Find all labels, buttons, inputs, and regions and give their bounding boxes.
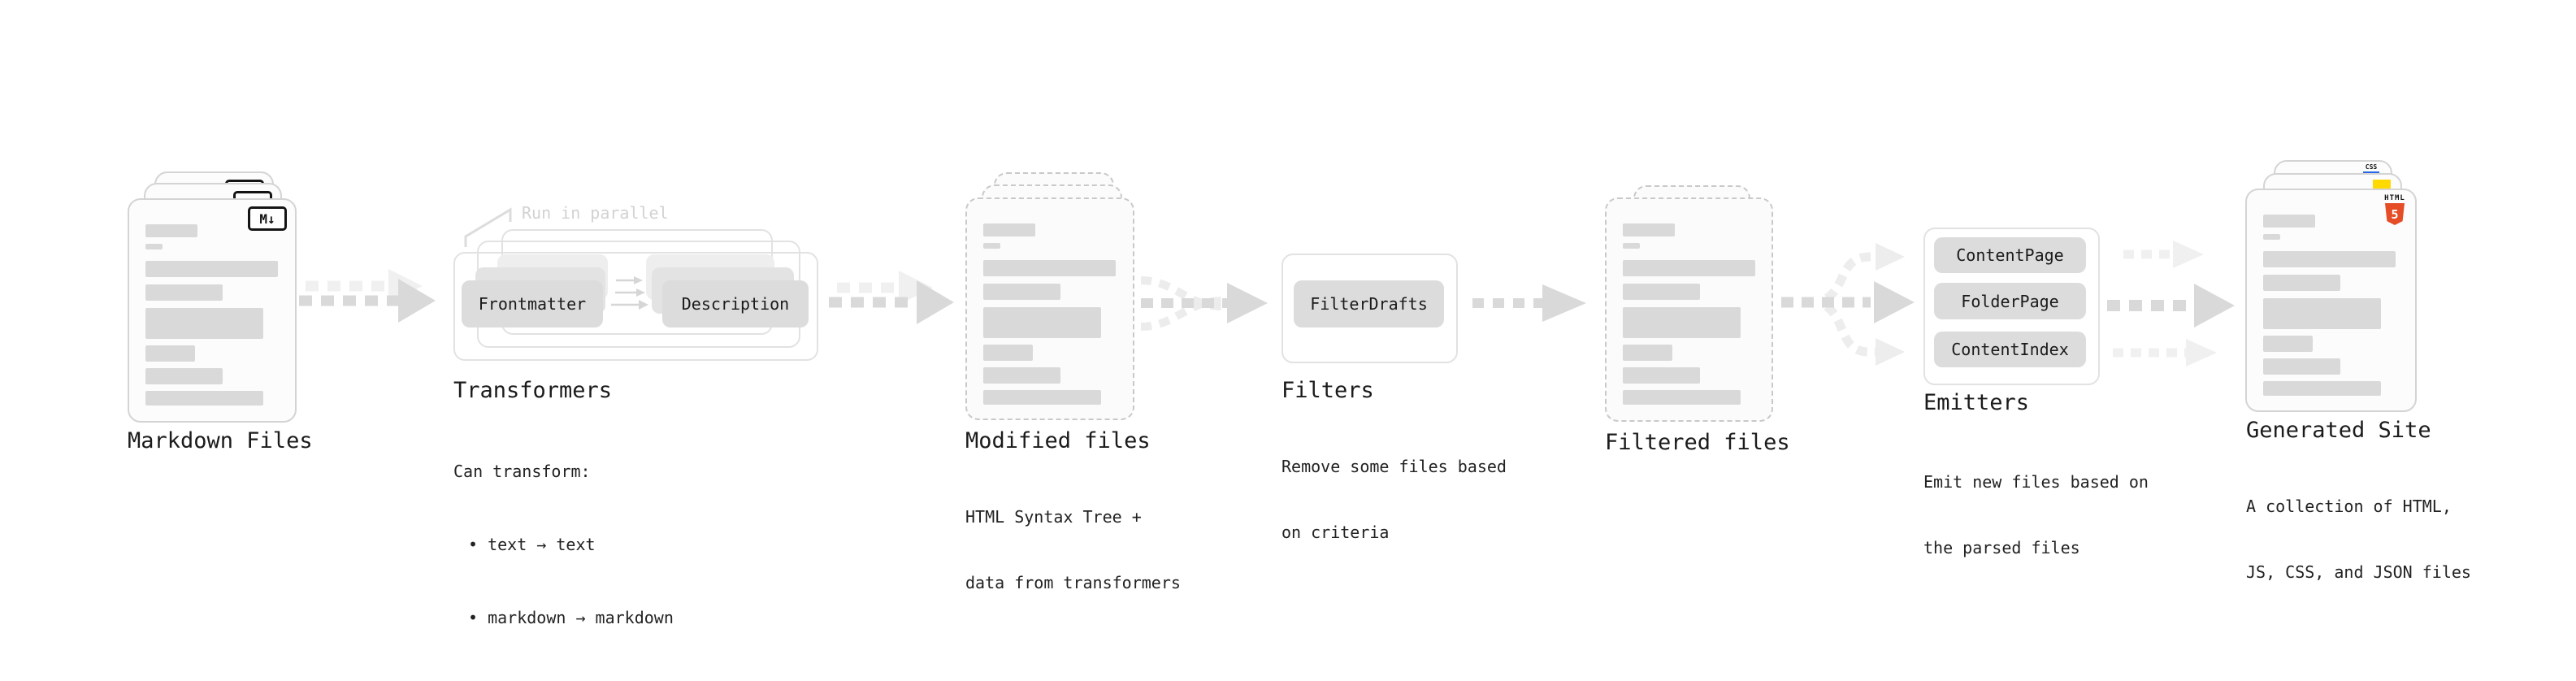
doc-text-line-placeholder xyxy=(1623,223,1675,236)
doc-content-placeholder xyxy=(983,223,1116,405)
doc-text-line-placeholder xyxy=(2263,215,2315,228)
run-in-parallel-callout: Run in parallel xyxy=(522,203,669,223)
doc-text-line-placeholder xyxy=(145,261,278,277)
emitter-node-contentpage: ContentPage xyxy=(1934,237,2086,273)
generated-site-note: A collection of HTML, JS, CSS, and JSON … xyxy=(2246,452,2471,627)
css-icon-underline xyxy=(2363,171,2379,174)
filters-note: Remove some files based on criteria xyxy=(1281,412,1507,588)
arrow-transformers-to-modified xyxy=(829,271,954,324)
transformers-note: Can transform: • text → text • markdown … xyxy=(453,410,674,681)
doc-text-line-placeholder xyxy=(983,345,1033,361)
doc-text-line-placeholder xyxy=(2263,234,2280,240)
doc-text-line-placeholder xyxy=(983,243,1000,249)
note-line: • markdown → markdown xyxy=(468,608,674,627)
doc-text-line-placeholder xyxy=(983,260,1116,276)
doc-text-line-placeholder xyxy=(983,284,1060,300)
doc-text-line-placeholder xyxy=(1623,345,1672,361)
callout-leader-line xyxy=(464,207,512,247)
transformers-layer-front xyxy=(453,252,818,361)
doc-text-line-placeholder xyxy=(2263,275,2340,291)
stage-label-filtered-files: Filtered files xyxy=(1605,430,1790,455)
arrow-filtered-to-emitters-fanout xyxy=(1781,243,1915,366)
doc-text-line-placeholder xyxy=(983,307,1101,338)
markdown-file-card-front: M↓ xyxy=(128,198,297,423)
stage-label-modified-files: Modified files xyxy=(965,428,1151,453)
doc-text-line-placeholder xyxy=(1623,260,1755,276)
doc-text-line-placeholder xyxy=(1623,284,1700,300)
doc-text-line-placeholder xyxy=(145,224,197,237)
stage-label-emitters: Emitters xyxy=(1923,390,2030,415)
html5-shield: 5 xyxy=(2385,203,2405,225)
doc-content-placeholder xyxy=(2263,215,2396,396)
note-line: Emit new files based on xyxy=(1923,472,2149,492)
doc-text-line-placeholder xyxy=(145,391,263,406)
stage-label-filters: Filters xyxy=(1281,378,1374,403)
css-file-icon: CSS xyxy=(2363,164,2379,174)
generated-file-card-html: HTML 5 xyxy=(2245,189,2417,412)
filtered-file-card-front xyxy=(1605,197,1773,422)
doc-text-line-placeholder xyxy=(1623,307,1741,338)
doc-text-line-placeholder xyxy=(1623,390,1741,405)
doc-content-placeholder xyxy=(145,224,278,406)
note-line: Remove some files based xyxy=(1281,457,1507,476)
html5-file-icon: HTML 5 xyxy=(2384,194,2405,225)
filter-node-filterdrafts: FilterDrafts xyxy=(1294,280,1444,327)
note-line: Can transform: xyxy=(453,462,591,481)
note-line: HTML Syntax Tree + xyxy=(965,507,1142,527)
note-line: • text → text xyxy=(468,535,596,554)
arrow-emitters-to-generated xyxy=(2107,241,2235,367)
transformer-node-description: Description xyxy=(662,280,809,327)
doc-text-line-placeholder xyxy=(1623,367,1700,384)
emitter-node-contentindex: ContentIndex xyxy=(1934,332,2086,367)
note-line: data from transformers xyxy=(965,573,1181,592)
doc-text-line-placeholder xyxy=(145,308,263,339)
emitters-note: Emit new files based on the parsed files xyxy=(1923,427,2149,603)
doc-text-line-placeholder xyxy=(2263,358,2340,375)
stage-label-generated-site: Generated Site xyxy=(2246,418,2431,443)
arrow-modified-to-filters-merge xyxy=(1140,276,1268,331)
modified-file-card-front xyxy=(965,197,1134,420)
doc-text-line-placeholder xyxy=(145,368,223,384)
transformer-node-frontmatter: Frontmatter xyxy=(462,280,603,327)
html5-icon-label: HTML xyxy=(2384,194,2405,202)
emitter-node-folderpage: FolderPage xyxy=(1934,283,2086,319)
doc-text-line-placeholder xyxy=(983,367,1060,384)
js-file-icon xyxy=(2373,180,2391,189)
doc-text-line-placeholder xyxy=(983,390,1101,405)
modified-files-note: HTML Syntax Tree + data from transformer… xyxy=(965,462,1181,638)
doc-text-line-placeholder xyxy=(145,345,195,362)
note-line: on criteria xyxy=(1281,523,1390,542)
stage-label-markdown-files: Markdown Files xyxy=(128,428,313,453)
doc-text-line-placeholder xyxy=(145,284,223,301)
arrow-filters-to-filtered xyxy=(1472,284,1586,322)
doc-text-line-placeholder xyxy=(2263,298,2381,329)
doc-content-placeholder xyxy=(1623,223,1755,405)
doc-text-line-placeholder xyxy=(983,223,1035,236)
doc-text-line-placeholder xyxy=(2263,251,2396,267)
markdown-icon: M↓ xyxy=(248,206,287,231)
arrow-frontmatter-to-description xyxy=(611,276,648,310)
doc-text-line-placeholder xyxy=(145,244,163,249)
doc-text-line-placeholder xyxy=(2263,336,2313,352)
note-line: A collection of HTML, xyxy=(2246,497,2452,516)
note-line: the parsed files xyxy=(1923,538,2080,557)
note-line: JS, CSS, and JSON files xyxy=(2246,562,2471,582)
stage-label-transformers: Transformers xyxy=(453,378,613,403)
doc-text-line-placeholder xyxy=(1623,243,1640,249)
doc-text-line-placeholder xyxy=(2263,381,2381,396)
arrow-markdown-to-transformers xyxy=(299,269,436,323)
css-icon-label: CSS xyxy=(2365,163,2378,171)
